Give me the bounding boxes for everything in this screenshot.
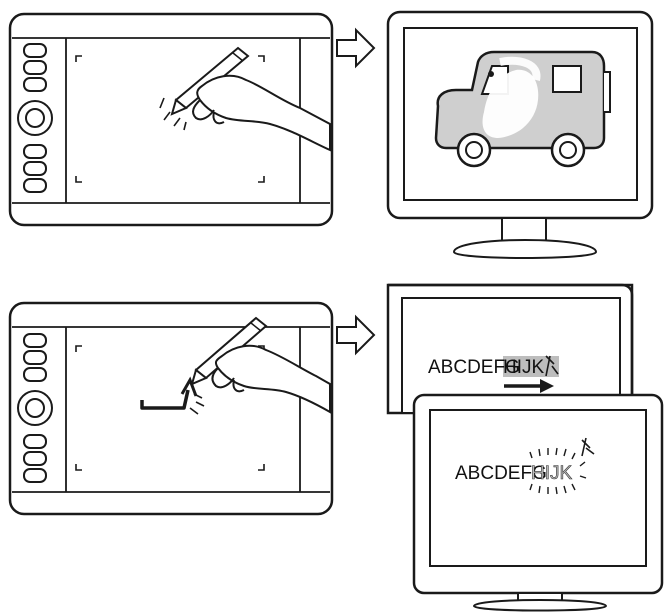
back-text-plain: ABCDEFG	[428, 357, 520, 378]
front-monitor: ABCDEFG HIJK	[412, 393, 664, 612]
selection-arrow	[504, 379, 554, 393]
front-text-plain: ABCDEFG	[455, 463, 547, 484]
active-area-corners	[75, 55, 265, 183]
front-text-erased: HIJK	[531, 463, 573, 484]
flick-gesture-path	[140, 376, 198, 410]
express-keys	[17, 43, 53, 193]
pen-icon	[170, 46, 250, 116]
hand-icon	[211, 344, 331, 414]
pen-icon	[190, 316, 268, 386]
arrow-right-icon	[336, 314, 376, 356]
motion-lines	[159, 97, 187, 131]
hand-icon	[192, 74, 331, 152]
van-drawing	[434, 50, 611, 168]
bottom-tablet	[8, 301, 334, 516]
top-monitor	[386, 10, 654, 259]
top-tablet	[8, 12, 334, 227]
arrow-right-icon	[336, 27, 376, 69]
cursor-eraser-icon	[581, 437, 595, 457]
express-keys	[17, 333, 53, 483]
motion-lines	[189, 393, 205, 415]
burst-lines	[529, 447, 587, 495]
cursor-eraser-icon	[545, 355, 559, 377]
back-text-selected: HIJK	[503, 357, 545, 378]
